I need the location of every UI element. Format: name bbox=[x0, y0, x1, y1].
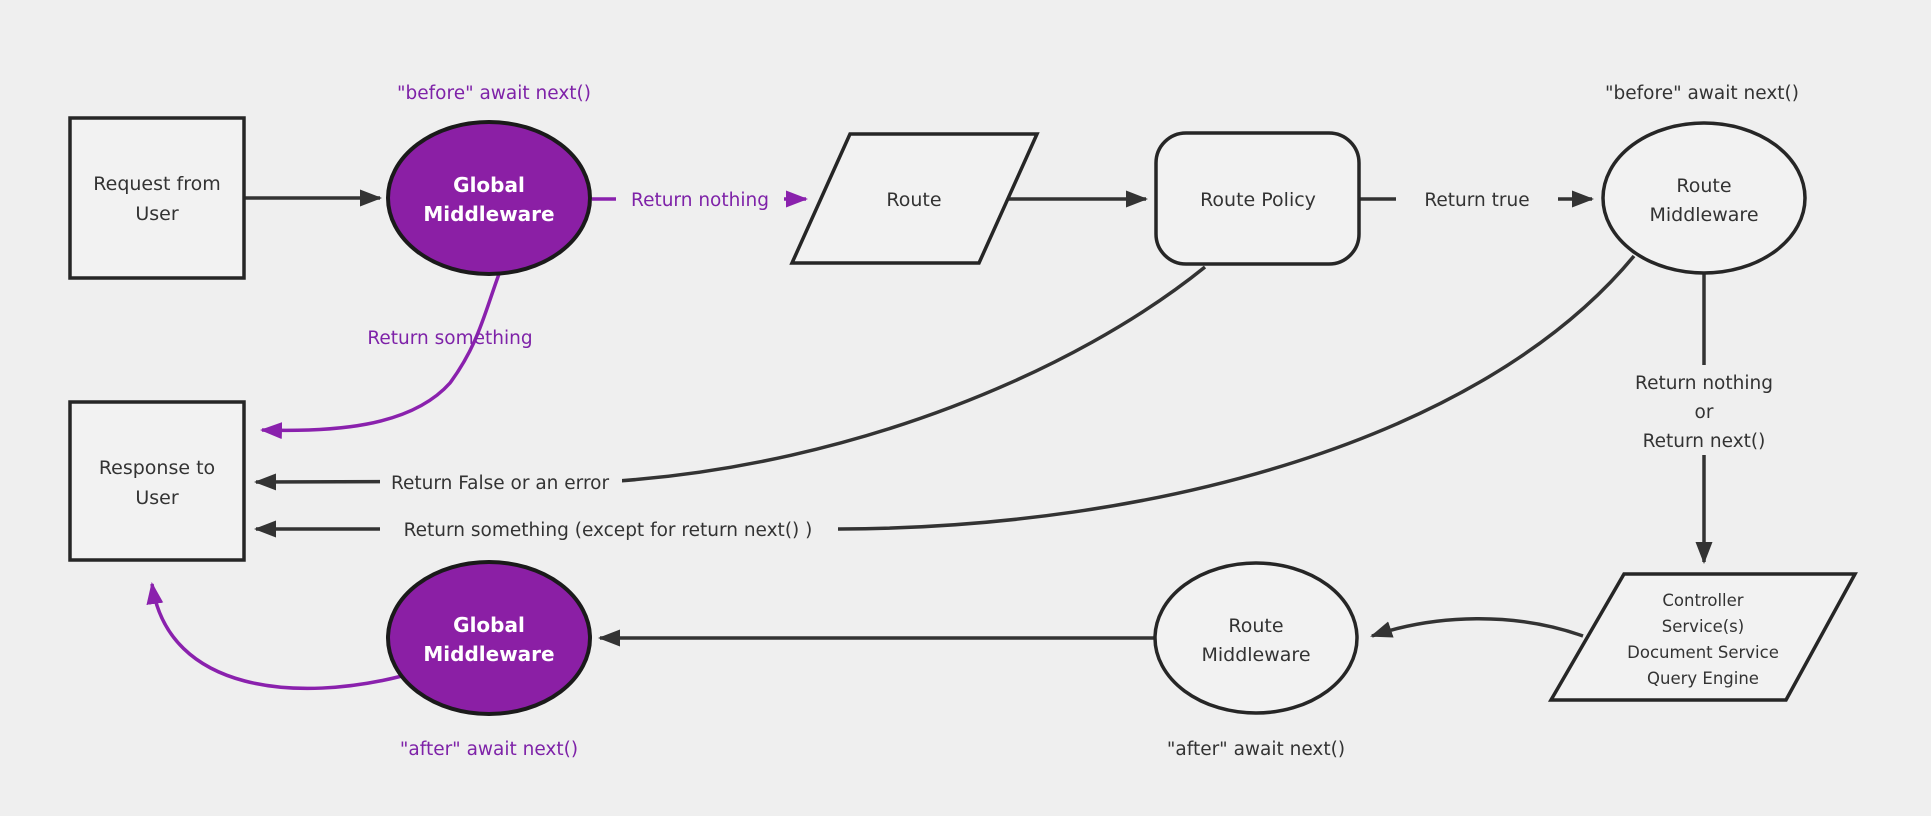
node-response-to-user-label: User bbox=[135, 487, 178, 509]
label-before-await-next-global: "before" await next() bbox=[397, 83, 591, 104]
label-after-await-next-route: "after" await next() bbox=[1167, 739, 1345, 760]
node-route-middleware-bottom bbox=[1153, 561, 1359, 715]
node-global-middleware-top-label: Middleware bbox=[423, 202, 554, 226]
node-response-to-user-label: Response to bbox=[99, 457, 215, 479]
edge-route-policy-to-response bbox=[254, 265, 1207, 491]
label-return-something: Return something bbox=[367, 328, 532, 349]
label-mask bbox=[380, 513, 838, 545]
label-return-nothing-or-next: Return next() bbox=[1643, 431, 1766, 452]
edge-global-middleware-bottom-to-response bbox=[146, 582, 403, 691]
node-request-from-user-label: User bbox=[135, 203, 178, 225]
node-global-middleware-bottom-label: Global bbox=[453, 613, 525, 637]
label-return-true: Return true bbox=[1424, 190, 1529, 211]
node-global-middleware-bottom bbox=[386, 560, 592, 716]
node-global-middleware-top-label: Global bbox=[453, 173, 525, 197]
node-route-middleware-bottom-label: Route bbox=[1228, 615, 1283, 637]
node-request-from-user-label: Request from bbox=[93, 173, 220, 195]
label-return-nothing-or-next: or bbox=[1695, 402, 1714, 423]
node-global-middleware-top bbox=[386, 120, 592, 276]
edge-global-middleware-to-response bbox=[260, 273, 501, 440]
label-mask bbox=[1620, 365, 1788, 455]
node-controller-services-label: Document Service bbox=[1627, 643, 1779, 662]
node-route-policy-label: Route Policy bbox=[1200, 189, 1316, 211]
node-controller-services-label: Service(s) bbox=[1662, 617, 1744, 636]
node-route-middleware-bottom-label: Middleware bbox=[1201, 644, 1310, 666]
label-mask bbox=[616, 183, 784, 215]
label-return-false-or-error: Return False or an error bbox=[391, 473, 610, 494]
edge-controller-to-route-middleware-bottom bbox=[1370, 617, 1584, 638]
node-request-from-user bbox=[68, 116, 246, 280]
label-return-nothing-or-next: Return nothing bbox=[1635, 373, 1773, 394]
node-global-middleware-bottom-label: Middleware bbox=[423, 642, 554, 666]
label-before-await-next-route: "before" await next() bbox=[1605, 83, 1799, 104]
node-route-policy bbox=[1154, 131, 1361, 266]
node-route-middleware-top-label: Route bbox=[1676, 175, 1731, 197]
node-response-to-user bbox=[68, 400, 246, 562]
edge-route-middleware-to-response bbox=[254, 254, 1636, 538]
node-route-middleware-top-label: Middleware bbox=[1649, 204, 1758, 226]
node-route-middleware-top bbox=[1601, 121, 1807, 275]
node-controller-services bbox=[1547, 572, 1858, 702]
node-controller-services-label: Controller bbox=[1662, 591, 1743, 610]
label-return-nothing: Return nothing bbox=[631, 190, 769, 211]
label-mask bbox=[1396, 183, 1558, 215]
node-route bbox=[789, 132, 1040, 265]
node-route-label: Route bbox=[886, 189, 941, 211]
label-after-await-next-global: "after" await next() bbox=[400, 739, 578, 760]
label-return-something-except: Return something (except for return next… bbox=[404, 520, 813, 541]
node-controller-services-label: Query Engine bbox=[1647, 669, 1759, 688]
label-mask bbox=[380, 466, 622, 498]
